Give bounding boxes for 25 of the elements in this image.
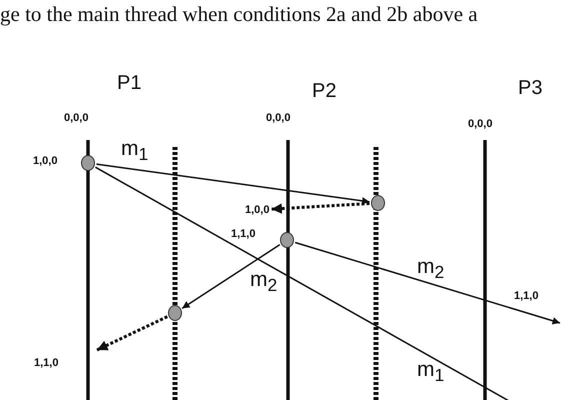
message-arrow (96, 163, 370, 205)
event-dot (81, 155, 95, 171)
vector-clock: 0,0,0 (64, 112, 88, 124)
vector-clock: 1,1,0 (514, 290, 538, 302)
dashed-arrow (96, 315, 168, 352)
vector-clock: 1,1,0 (34, 357, 58, 369)
message-label: m$_{2}$ (250, 268, 278, 296)
message-label: m$_{2}$ (417, 255, 444, 284)
message-arrow (182, 244, 280, 309)
vector-clock: 1,1,0 (231, 228, 256, 240)
message-arrow (294, 242, 560, 324)
process-name: P2 (312, 80, 336, 103)
dashed-arrow (271, 202, 370, 214)
event-dot (371, 195, 385, 211)
vector-clock: 0,0,0 (266, 112, 290, 124)
event-dot (280, 232, 294, 248)
event-dot (168, 305, 182, 321)
vector-clock: 0,0,0 (468, 118, 492, 130)
message-label: m$_{1}$ (417, 358, 444, 386)
vector-clock: 1,0,0 (33, 155, 58, 167)
message-label: m$_{1}$ (121, 137, 148, 166)
vector-clock: 1,0,0 (245, 204, 270, 216)
process-name: P1 (117, 72, 142, 95)
body-text: ge to the main thread when conditions 2a and 2b above a (0, 2, 478, 27)
process-name: P3 (518, 77, 542, 100)
